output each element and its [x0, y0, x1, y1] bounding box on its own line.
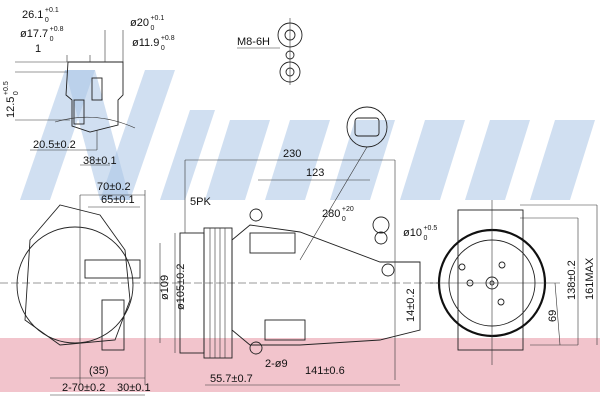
dimension-label-2-70: 2-70±0.2: [62, 382, 105, 394]
dimension-label-20-upper-tolerance: +0.1: [150, 15, 164, 22]
dimension-label-11-9: ø11.9: [132, 37, 159, 49]
plug-detail: [299, 106, 388, 261]
dimension-label-65: 65±0.1: [101, 194, 135, 206]
side-view-left: [0, 190, 160, 396]
dimension-label-20: ø20: [130, 17, 149, 29]
rear-view-right: [430, 200, 598, 365]
dimension-label-11-9-lower-tolerance: 0: [161, 45, 165, 52]
dimension-label-38: 38±0.1: [83, 155, 117, 167]
m8-port-detail: [237, 18, 303, 85]
dimension-label-14: 14±0.2: [405, 288, 417, 322]
dimension-label-69: 69: [547, 310, 559, 322]
dimension-label-12-5-upper-tolerance: +0.5: [3, 81, 10, 95]
dimension-label-109: ø109: [159, 275, 171, 300]
pink-band: [0, 338, 600, 392]
dimension-label-10-lower-tolerance: 0: [423, 235, 427, 242]
dimension-label-230: 230: [283, 148, 301, 160]
dimension-label-12-5: 12.5: [5, 97, 17, 118]
dimension-label-m8: M8-6H: [237, 36, 270, 48]
dimension-label-280-lower-tolerance: 0: [342, 216, 346, 223]
dimension-label-123: 123: [306, 167, 324, 179]
connector-detail: [15, 30, 136, 166]
dimension-label-2-9: 2-ø9: [265, 358, 288, 370]
dimension-label-17-7: ø17.7: [20, 28, 48, 40]
dimension-label-138: 138±0.2: [566, 260, 578, 300]
front-view-center: [150, 159, 440, 386]
dimension-label-30: 30±0.1: [117, 382, 151, 394]
dimension-label-12-5-lower-tolerance: 0: [13, 91, 20, 95]
dimension-label-26-1-lower-tolerance: 0: [45, 17, 49, 24]
dimension-label-161: 161MAX: [584, 257, 596, 300]
dimension-label-141: 141±0.6: [305, 365, 345, 377]
dimension-label-55-7: 55.7±0.7: [210, 373, 253, 385]
dimension-label-26-1: 26.1: [22, 9, 43, 21]
dimension-label-26-1-upper-tolerance: +0.1: [45, 7, 59, 14]
dimension-label-10-upper-tolerance: +0.5: [423, 225, 437, 232]
dimension-label-280-upper-tolerance: +20: [342, 206, 354, 213]
dimension-label-11-9-upper-tolerance: +0.8: [161, 35, 175, 42]
dimension-label-5pk: 5PK: [190, 196, 211, 208]
dimension-label-20-lower-tolerance: 0: [150, 25, 154, 32]
dimension-label-17-7-lower-tolerance: 0: [50, 36, 54, 43]
dimension-label-280: 280: [322, 208, 340, 220]
dimension-label-70: 70±0.2: [97, 181, 131, 193]
dimension-labels: 26.1+0.10ø17.7+0.80ø20+0.10ø11.9+0.80M8-…: [3, 7, 596, 394]
dimension-label-1: 1: [35, 43, 41, 55]
dimension-label-17-7-upper-tolerance: +0.8: [50, 26, 64, 33]
dimension-label-10: ø10: [403, 227, 422, 239]
dimension-label-35: (35): [89, 365, 109, 377]
dimension-label-105: ø105±0.2: [175, 264, 187, 310]
dimension-label-20-5: 20.5±0.2: [33, 139, 76, 151]
